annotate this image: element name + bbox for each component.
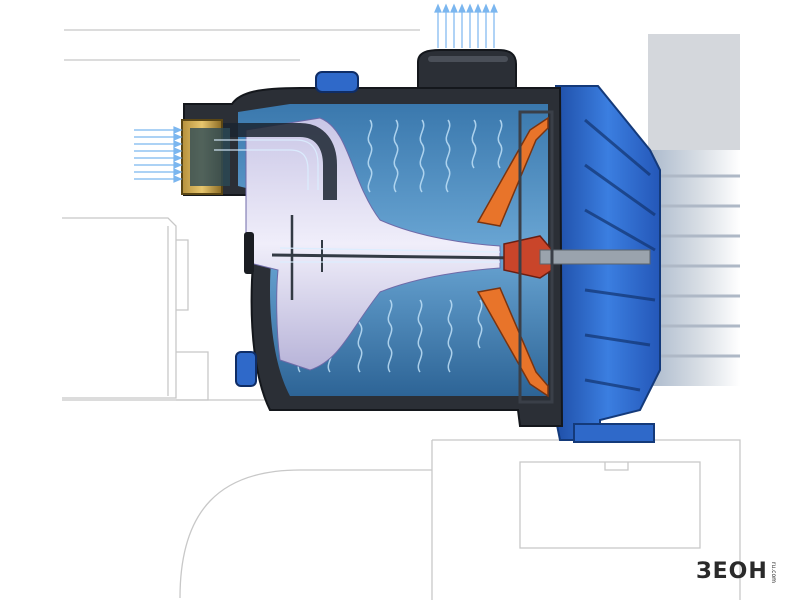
arrow-in-1: [134, 126, 183, 134]
arrow-up-5: [466, 3, 474, 48]
internal-flow-arrows: [214, 139, 501, 263]
base-step-outline: [519, 461, 701, 549]
arrow-in-3: [134, 140, 183, 148]
left-box-base-outline: [176, 351, 209, 401]
diffuser-plate: [518, 110, 554, 404]
nozzle-line: [271, 253, 521, 260]
arrow-up-1: [434, 3, 442, 48]
top-priming-plug: [315, 71, 359, 93]
arrow-up-8: [490, 3, 498, 48]
impeller-lower: [476, 287, 549, 398]
motor-body: [636, 34, 740, 386]
bottom-drain-plug: [235, 351, 257, 387]
arrow-in-8: [134, 175, 183, 183]
arrow-in-4: [134, 147, 183, 155]
shaft: [539, 249, 651, 265]
base-arc-outline: [179, 469, 432, 599]
arrow-in-7: [134, 168, 183, 176]
suction-inlet: [181, 119, 230, 195]
left-box-inner-outline: [167, 226, 189, 396]
plugs: [235, 71, 359, 387]
motor-top-cap: [648, 34, 740, 164]
left-box-outline: [62, 217, 177, 399]
suction-channel: [210, 123, 337, 200]
arrow-in-6: [134, 161, 183, 169]
side-grip: [244, 232, 254, 274]
venturi-body: [245, 117, 501, 371]
inlet-opening: [190, 128, 230, 186]
discharge-port: [417, 49, 517, 93]
suction-arrows: [134, 126, 183, 183]
venturi-ejector: [210, 117, 521, 371]
flange-ribs: [584, 118, 656, 392]
top-shell-outline: [64, 29, 420, 61]
base-slot-outline: [604, 462, 629, 471]
impeller: [476, 110, 651, 404]
brand-logo: ЗЕОН ru.com: [696, 559, 777, 584]
logo-subtext: ru.com: [769, 561, 777, 583]
arrow-up-3: [450, 3, 458, 48]
arrow-up-4: [458, 3, 466, 48]
arrow-in-2: [134, 133, 183, 141]
arrow-in-5: [134, 154, 183, 162]
flange-foot: [573, 423, 655, 443]
motor-fins: [660, 174, 740, 358]
base-block-outline: [431, 439, 741, 600]
arrow-up-6: [474, 3, 482, 48]
logo-text: ЗЕОН: [696, 559, 768, 584]
impeller-upper: [476, 116, 549, 227]
arrow-up-2: [442, 3, 450, 48]
discharge-arrows: [434, 3, 498, 48]
arrow-up-7: [482, 3, 490, 48]
